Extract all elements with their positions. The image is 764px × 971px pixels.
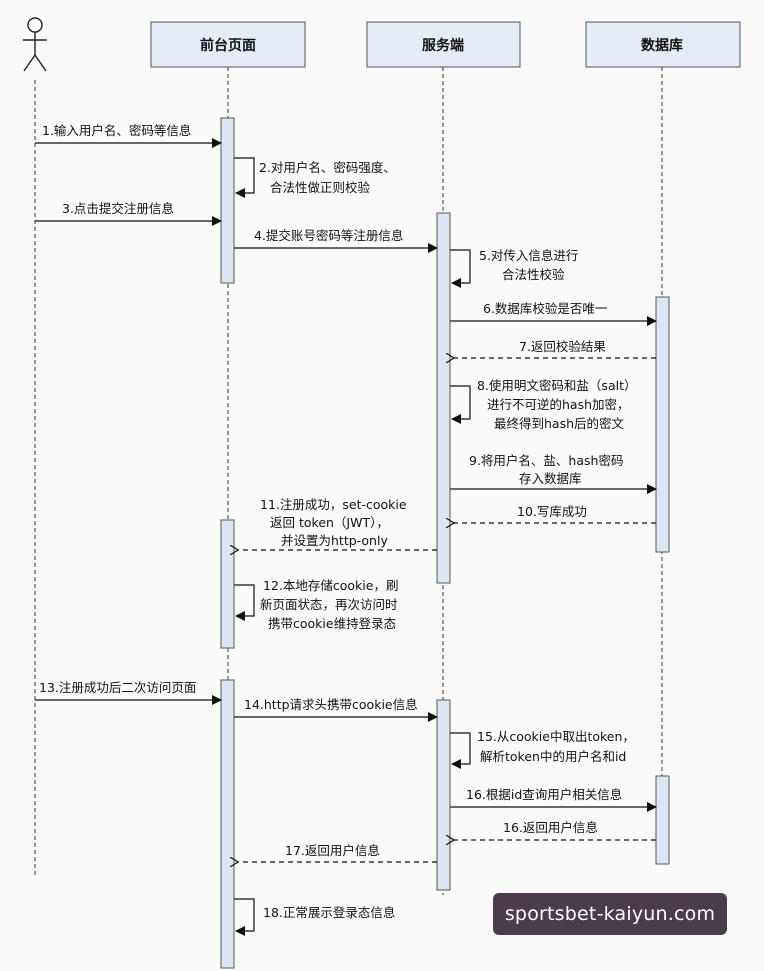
activations [220, 117, 670, 969]
watermark-badge: sportsbet-kaiyun.com [493, 893, 727, 935]
message-label-16b: 16.返回用户信息 [503, 820, 598, 835]
message-label-13: 13.注册成功后二次访问页面 [39, 680, 196, 695]
activation-bar [436, 212, 451, 584]
activation-bar [220, 679, 235, 969]
self-arrow-2 [234, 157, 255, 198]
message-label-7: 7.返回校验结果 [519, 339, 606, 354]
message-label-10: 10.写库成功 [517, 504, 587, 519]
self-arrow-8 [450, 385, 471, 424]
message-label-2: 2.对用户名、密码强度、 合法性做正则校验 [259, 160, 400, 195]
message-label-4: 4.提交账号密码等注册信息 [254, 228, 403, 243]
activation-bar [655, 775, 670, 865]
message-label-11: 11.注册成功，set-cookie 返回 token（JWT）， 并设置为ht… [260, 497, 411, 548]
participant-server: 服务端 [366, 21, 521, 68]
message-label-3: 3.点击提交注册信息 [62, 201, 174, 216]
self-arrow-18 [234, 898, 255, 936]
activation-bar [436, 699, 451, 891]
activation-bar [220, 117, 235, 284]
self-arrow-12 [234, 584, 255, 621]
message-label-6: 6.数据库校验是否唯一 [483, 301, 607, 316]
activation-bar [220, 519, 235, 649]
participant-db: 数据库 [585, 21, 741, 68]
message-label-12: 12.本地存储cookie，刷 新页面状态，再次访问时 携带cookie维持登录… [260, 578, 402, 631]
message-label-5: 5.对传入信息进行 合法性校验 [479, 248, 582, 282]
message-labels: 1.输入用户名、密码等信息 2.对用户名、密码强度、 合法性做正则校验 3.点击… [39, 123, 640, 920]
message-label-8: 8.使用明文密码和盐（salt） 进行不可逆的hash加密， 最终得到hash后… [477, 378, 640, 431]
participant-label: 前台页面 [200, 37, 256, 54]
message-label-15: 15.从cookie中取出token， 解析token中的用户名和id [477, 729, 639, 764]
message-label-1: 1.输入用户名、密码等信息 [42, 123, 191, 138]
message-arrows [35, 138, 657, 936]
message-label-9: 9.将用户名、盐、hash密码 存入数据库 [469, 453, 627, 486]
message-label-16a: 16.根据id查询用户相关信息 [466, 787, 622, 802]
message-label-18: 18.正常展示登录态信息 [263, 905, 395, 920]
participant-label: 数据库 [641, 37, 683, 54]
activation-bar [655, 296, 670, 553]
message-label-17: 17.返回用户信息 [285, 843, 380, 858]
self-arrow-5 [450, 249, 471, 288]
user-actor-icon [23, 17, 47, 72]
participant-label: 服务端 [422, 37, 464, 54]
participant-frontend: 前台页面 [150, 21, 306, 68]
self-arrow-15 [450, 732, 471, 769]
message-label-14: 14.http请求头携带cookie信息 [244, 697, 418, 712]
